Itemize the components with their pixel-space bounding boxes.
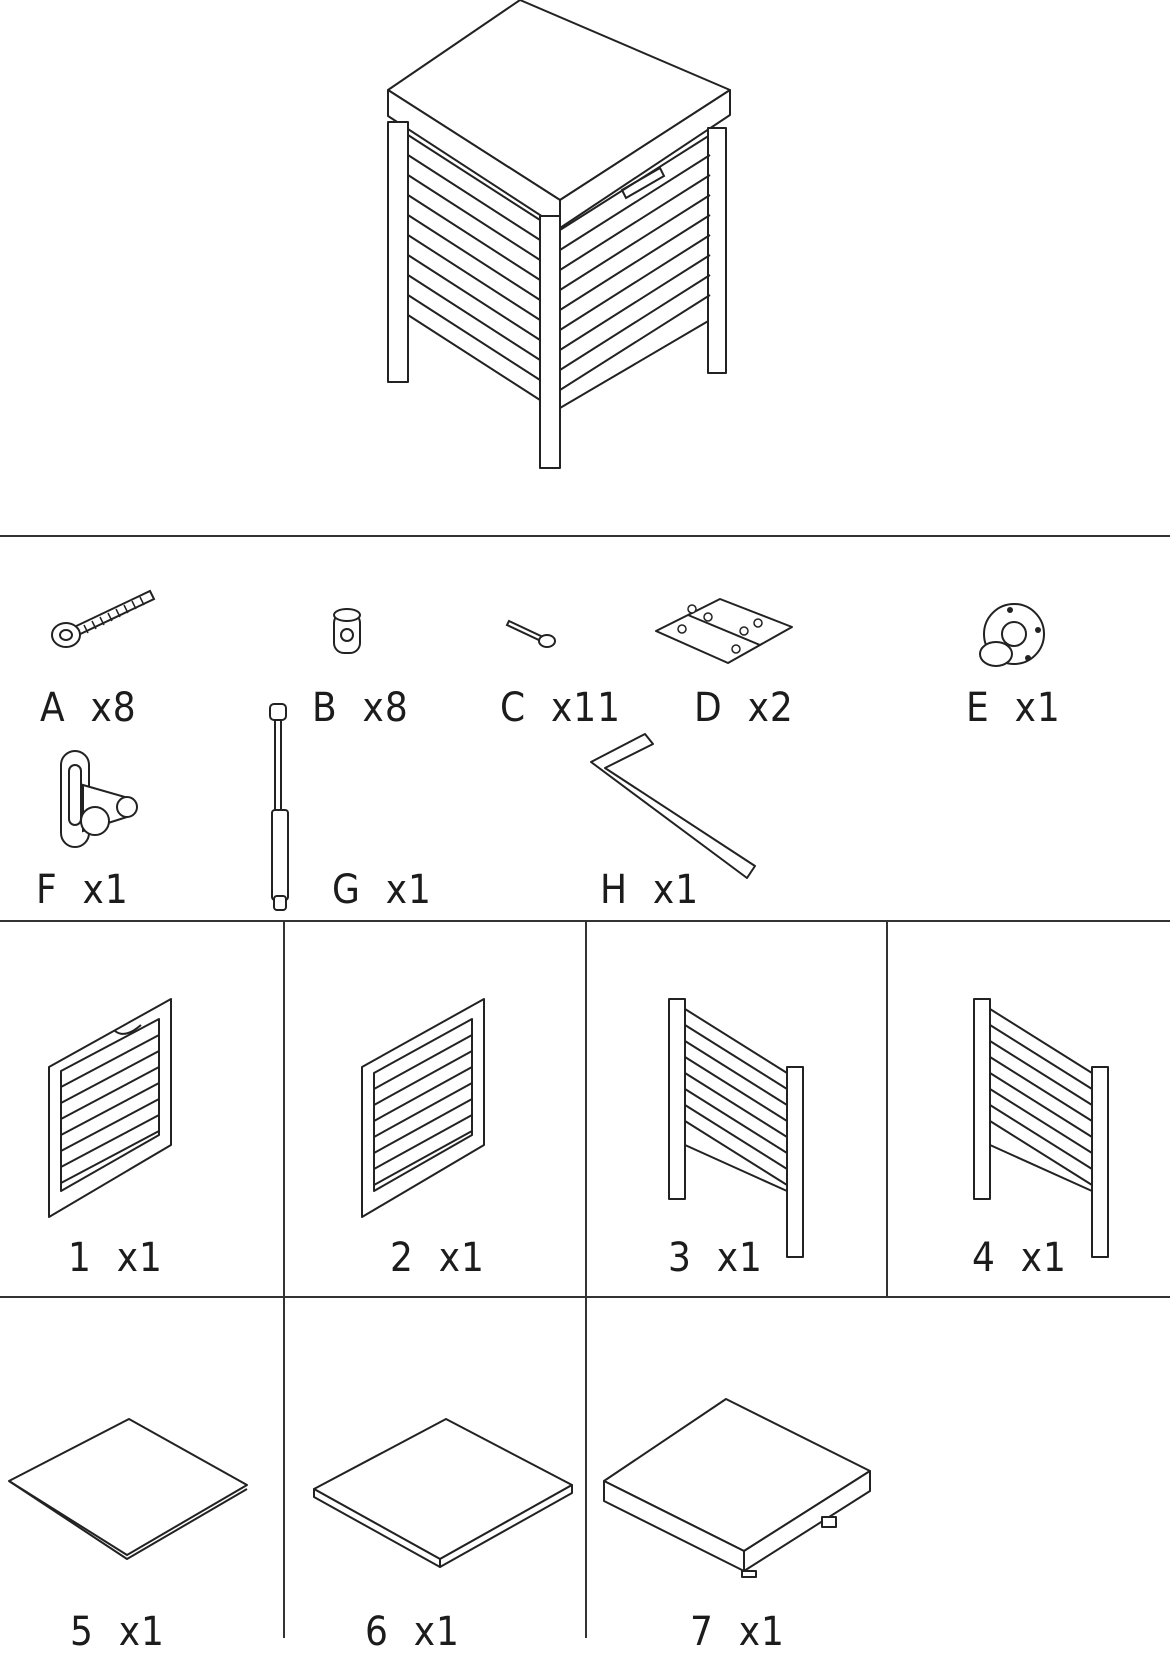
grid-line [585, 920, 587, 1638]
bolt-icon [40, 585, 160, 665]
lid-icon [600, 1395, 875, 1580]
bottom-board-icon [5, 1415, 250, 1565]
hinge-icon [652, 595, 802, 675]
hardware-label: F x1 [36, 867, 129, 913]
panel-4-icon [970, 995, 1115, 1265]
grid-line [886, 920, 888, 1296]
panel-label: 6 x1 [365, 1609, 460, 1655]
hardware-label: A x8 [40, 685, 137, 731]
allen-key-icon [585, 730, 765, 890]
panel-label: 3 x1 [668, 1235, 763, 1281]
hardware-label: D x2 [694, 685, 794, 731]
panel-3-icon [665, 995, 810, 1265]
panel-label: 4 x1 [972, 1235, 1067, 1281]
hardware-label: G x1 [332, 867, 432, 913]
panel-label: 5 x1 [70, 1609, 165, 1655]
hardware-label: B x8 [312, 685, 409, 731]
divider [0, 535, 1170, 537]
assembled-box-illustration [370, 0, 730, 480]
screw-icon [505, 615, 565, 655]
grid-line [283, 920, 285, 1638]
barrel-nut-icon [328, 605, 368, 660]
hardware-label: H x1 [600, 867, 700, 913]
hardware-label: E x1 [966, 685, 1061, 731]
panel-2-icon [358, 995, 488, 1225]
gas-spring-icon [264, 700, 304, 915]
panel-label: 1 x1 [68, 1235, 163, 1281]
panel-label: 7 x1 [690, 1609, 785, 1655]
hasp-icon [55, 745, 145, 855]
middle-board-icon [310, 1415, 575, 1575]
panel-label: 2 x1 [390, 1235, 485, 1281]
panel-1-icon [45, 995, 175, 1225]
wall-hook-icon [972, 600, 1052, 680]
hardware-label: C x11 [500, 685, 622, 731]
